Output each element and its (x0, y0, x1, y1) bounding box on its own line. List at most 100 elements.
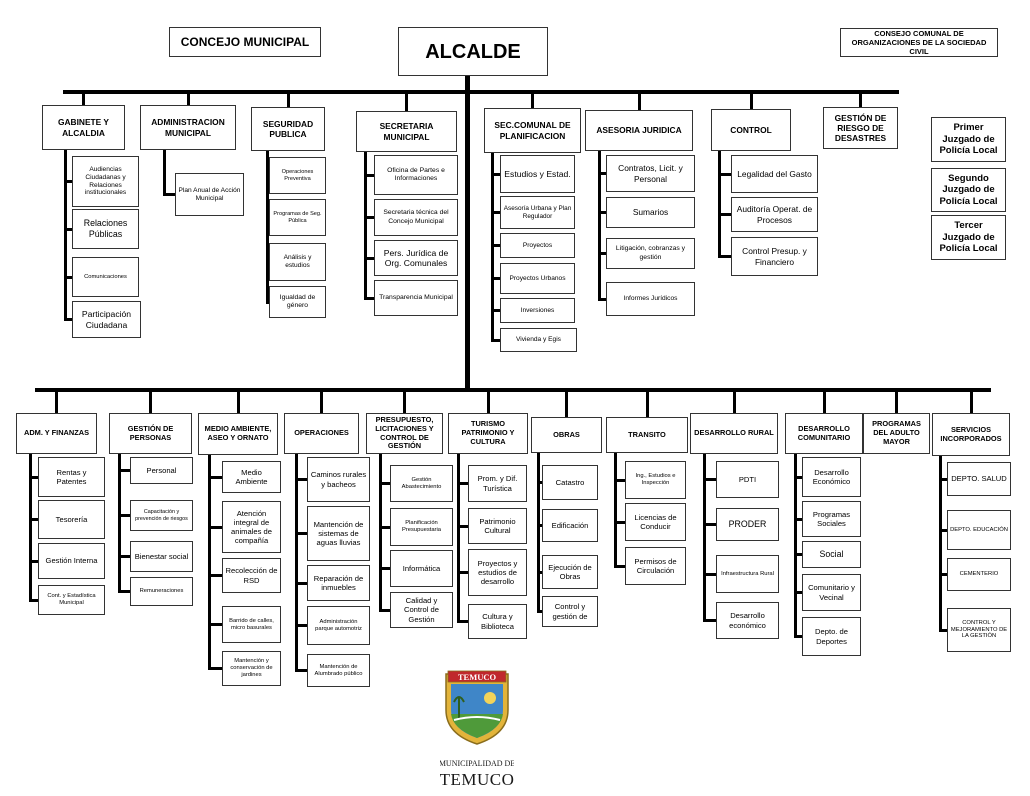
connector-line (266, 174, 269, 177)
lower-unit-item: Licencias de Conducir (625, 503, 686, 541)
civil-council-box: CONSEJO COMUNAL DE ORGANIZACIONES DE LA … (840, 28, 998, 57)
connector-line (939, 477, 947, 481)
upper-unit-header: ASESORIA JURIDICA (585, 110, 693, 151)
upper-unit-header: SECRETARIA MUNICIPAL (356, 111, 457, 152)
lower-unit-item: Cultura y Biblioteca (468, 604, 527, 639)
lower-unit-item: DEPTO. SALUD (947, 462, 1011, 496)
connector-line (29, 454, 32, 602)
lower-unit-item: Tesorería (38, 500, 105, 539)
lower-unit-item: Caminos rurales y bacheos (307, 457, 370, 502)
connector-line (64, 150, 67, 321)
connector-line (63, 90, 899, 94)
connector-line (208, 623, 222, 626)
connector-line (295, 669, 307, 672)
lower-unit-item: Medio Ambiente (222, 461, 281, 493)
connector-line (465, 76, 470, 392)
court-box: Segundo Juzgado de Policía Local (931, 168, 1006, 212)
connector-line (537, 570, 542, 574)
connector-line (969, 390, 973, 413)
lower-unit-item: Ejecución de Obras (542, 555, 598, 589)
connector-line (598, 172, 606, 175)
lower-unit-header: PROGRAMAS DEL ADULTO MAYOR (863, 413, 930, 454)
connector-line (286, 92, 290, 107)
connector-line (486, 390, 490, 413)
lower-unit-item: Programas Sociales (802, 501, 861, 537)
upper-unit-item: Comunicaciones (72, 257, 139, 297)
court-box: Tercer Juzgado de Policía Local (931, 215, 1006, 260)
connector-line (531, 92, 534, 108)
upper-unit-item: Audiencias Ciudadanas y Relaciones insti… (72, 156, 139, 207)
lower-unit-header: PRESUPUESTO, LICITACIONES Y CONTROL DE G… (366, 413, 443, 454)
lower-unit-item: PRODER (716, 508, 779, 541)
connector-line (186, 92, 190, 105)
connector-line (266, 300, 269, 304)
court-box: Primer Juzgado de Policía Local (931, 117, 1006, 162)
connector-line (491, 153, 494, 342)
upper-unit-item: Informes Jurídicos (606, 282, 695, 316)
connector-line (491, 211, 500, 214)
connector-line (939, 456, 942, 632)
connector-line (598, 252, 606, 255)
connector-line (703, 523, 716, 526)
connector-line (295, 581, 307, 585)
connector-line (64, 227, 72, 231)
lower-unit-item: Calidad y Control de Gestión (390, 592, 453, 628)
connector-line (64, 180, 72, 183)
connector-line (29, 518, 38, 521)
connector-line (29, 598, 38, 602)
lower-unit-item: Prom. y Dif. Turística (468, 465, 527, 502)
connector-line (29, 475, 38, 479)
connector-line (118, 469, 130, 472)
upper-unit-item: Litigación, cobranzas y gestión (606, 238, 695, 269)
connector-line (208, 574, 222, 577)
upper-unit-item: Operaciones Preventiva (269, 157, 326, 194)
upper-unit-item: Contratos, Licit. y Personal (606, 155, 695, 192)
connector-line (118, 454, 121, 593)
lower-unit-item: Reparación de inmuebles (307, 565, 370, 601)
upper-unit-item: Proyectos (500, 233, 575, 258)
lower-unit-item: Barrido de calles, micro basurales (222, 606, 281, 643)
connector-line (457, 482, 468, 485)
upper-unit-item: Vivienda y Egis (500, 328, 577, 352)
upper-unit-item: Proyectos Urbanos (500, 263, 575, 294)
lower-unit-item: Mantención de Alumbrado público (307, 654, 370, 687)
connector-line (491, 309, 500, 312)
connector-line (718, 151, 721, 258)
lower-unit-header: SERVICIOS INCORPORADOS (932, 413, 1010, 456)
connector-line (118, 555, 130, 558)
connector-line (64, 275, 72, 279)
connector-line (457, 571, 468, 574)
upper-unit-item: Inversiones (500, 298, 575, 323)
upper-unit-item: Estudios y Estad. (500, 155, 575, 193)
connector-line (718, 172, 731, 176)
lower-unit-item: Remuneraciones (130, 577, 193, 606)
connector-line (822, 390, 826, 413)
connector-line (35, 388, 991, 392)
lower-unit-item: Infraestructura Rural (716, 555, 779, 593)
connector-line (457, 454, 460, 623)
logo-banner-text: TEMUCO (458, 672, 497, 682)
upper-unit-header: SEC.COMUNAL DE PLANIFICACION (484, 108, 581, 153)
lower-unit-item: CEMENTERIO (947, 558, 1011, 591)
shield-banner (447, 670, 507, 683)
connector-line (149, 390, 152, 413)
lower-unit-item: Edificación (542, 509, 598, 542)
logo-caption-line2: TEMUCO (440, 770, 514, 789)
connector-line (491, 338, 500, 342)
connector-line (29, 559, 38, 563)
lower-unit-header: OBRAS (531, 417, 602, 453)
connector-line (82, 92, 85, 105)
connector-line (457, 620, 468, 623)
lower-unit-item: DEPTO. EDUCACIÓN (947, 510, 1011, 550)
upper-unit-item: Plan Anual de Acción Municipal (175, 173, 244, 216)
lower-unit-item: Mantención de sistemas de aguas lluvias (307, 506, 370, 561)
connector-line (379, 454, 382, 612)
connector-line (794, 635, 802, 638)
lower-unit-item: Rentas y Patentes (38, 457, 105, 497)
connector-line (320, 390, 323, 413)
connector-line (405, 92, 408, 111)
connector-line (537, 481, 542, 484)
lower-unit-item: Control y gestión de (542, 596, 598, 627)
connector-line (266, 151, 269, 304)
